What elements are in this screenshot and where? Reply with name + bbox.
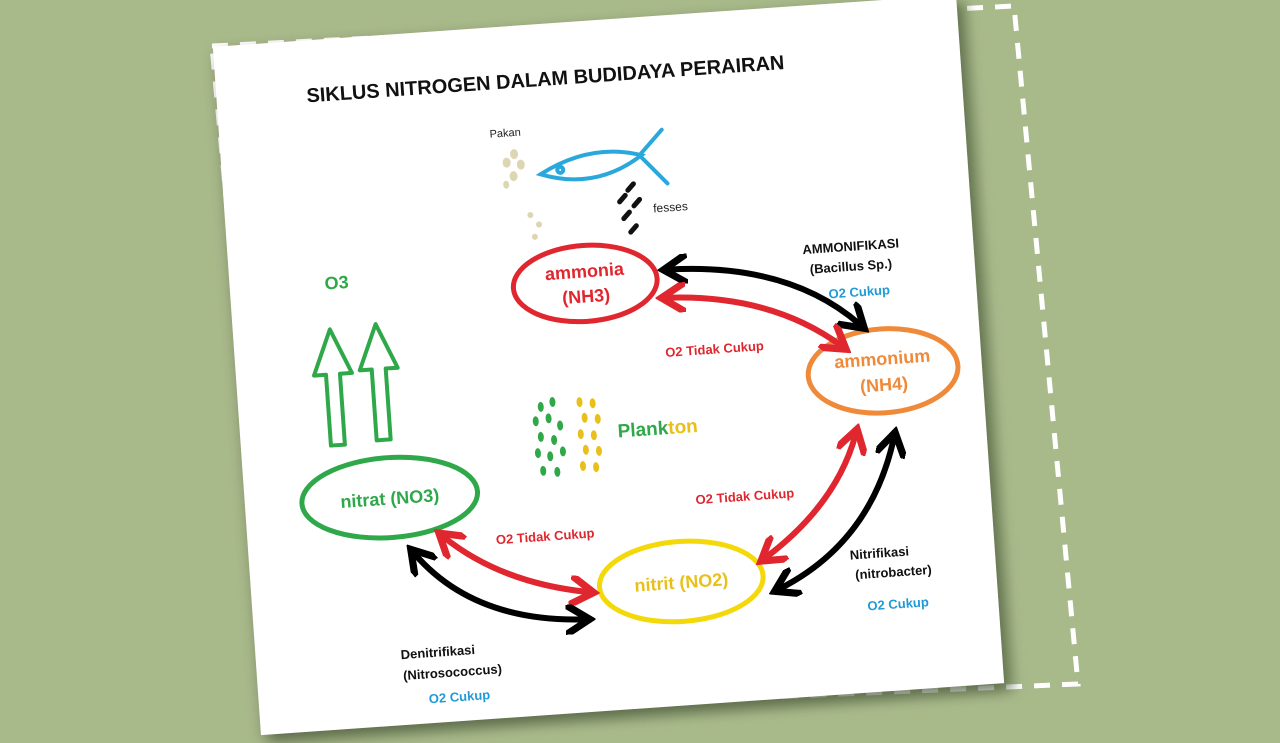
diagram-card: SIKLUS NITROGEN DALAM BUDIDAYA PERAIRAN … <box>212 0 1005 736</box>
o2-tidak-cukup-label-3: O2 Tidak Cukup <box>495 525 595 547</box>
arrow-denitrifikasi <box>415 543 584 631</box>
denitrifikasi-o2: O2 Cukup <box>428 687 490 706</box>
node-ammonia: ammonia (NH3) <box>510 242 660 325</box>
feed-pellets-icon <box>502 149 543 240</box>
node-nitrat: nitrat (NO3) <box>299 454 481 541</box>
denitrifikasi-label: Denitrifikasi <box>400 642 475 662</box>
fish-icon <box>535 127 670 186</box>
fesses-label: fesses <box>653 199 689 215</box>
nitrifikasi-o2: O2 Cukup <box>867 594 929 613</box>
node-nitrit: nitrit (NO2) <box>596 538 766 625</box>
plankton-label-part2: ton <box>668 416 699 439</box>
fish-illustration: Pakan fesses <box>489 127 689 240</box>
nitrifikasi-label: Nitrifikasi <box>849 544 909 563</box>
nitrat-label: nitrat (NO3) <box>340 485 440 512</box>
nitrit-label: nitrit (NO2) <box>634 569 729 596</box>
ammonia-label: ammonia <box>544 259 625 285</box>
ammonifikasi-agent: (Bacillus Sp.) <box>809 256 892 277</box>
diagram-title: SIKLUS NITROGEN DALAM BUDIDAYA PERAIRAN <box>306 52 785 107</box>
feces-icon <box>617 181 643 235</box>
o3-label: O3 <box>324 272 349 294</box>
plankton-label: Plankton <box>617 416 699 443</box>
o2-tidak-cukup-label-1: O2 Tidak Cukup <box>665 338 765 360</box>
o2-tidak-cukup-label-2: O2 Tidak Cukup <box>695 485 795 507</box>
plankton-label-part1: Plank <box>617 418 669 443</box>
denitrifikasi-agent: (Nitrosococcus) <box>403 661 503 683</box>
nitrifikasi-agent: (nitrobacter) <box>855 562 932 582</box>
ammonia-formula: (NH3) <box>562 285 611 308</box>
ammonium-label: ammonium <box>834 346 931 373</box>
plankton-icon <box>532 397 602 477</box>
ammonium-formula: (NH4) <box>859 373 908 396</box>
ammonifikasi-label: AMMONIFIKASI <box>802 235 900 257</box>
pakan-label: Pakan <box>489 127 521 141</box>
nitrogen-cycle-diagram: SIKLUS NITROGEN DALAM BUDIDAYA PERAIRAN … <box>299 52 961 706</box>
arrow-nitrifikasi <box>770 438 904 588</box>
arrow-ammonia-ammonium-o2-tidak <box>667 286 841 358</box>
ammonifikasi-o2: O2 Cukup <box>828 282 890 301</box>
up-arrow-icon <box>312 322 400 448</box>
